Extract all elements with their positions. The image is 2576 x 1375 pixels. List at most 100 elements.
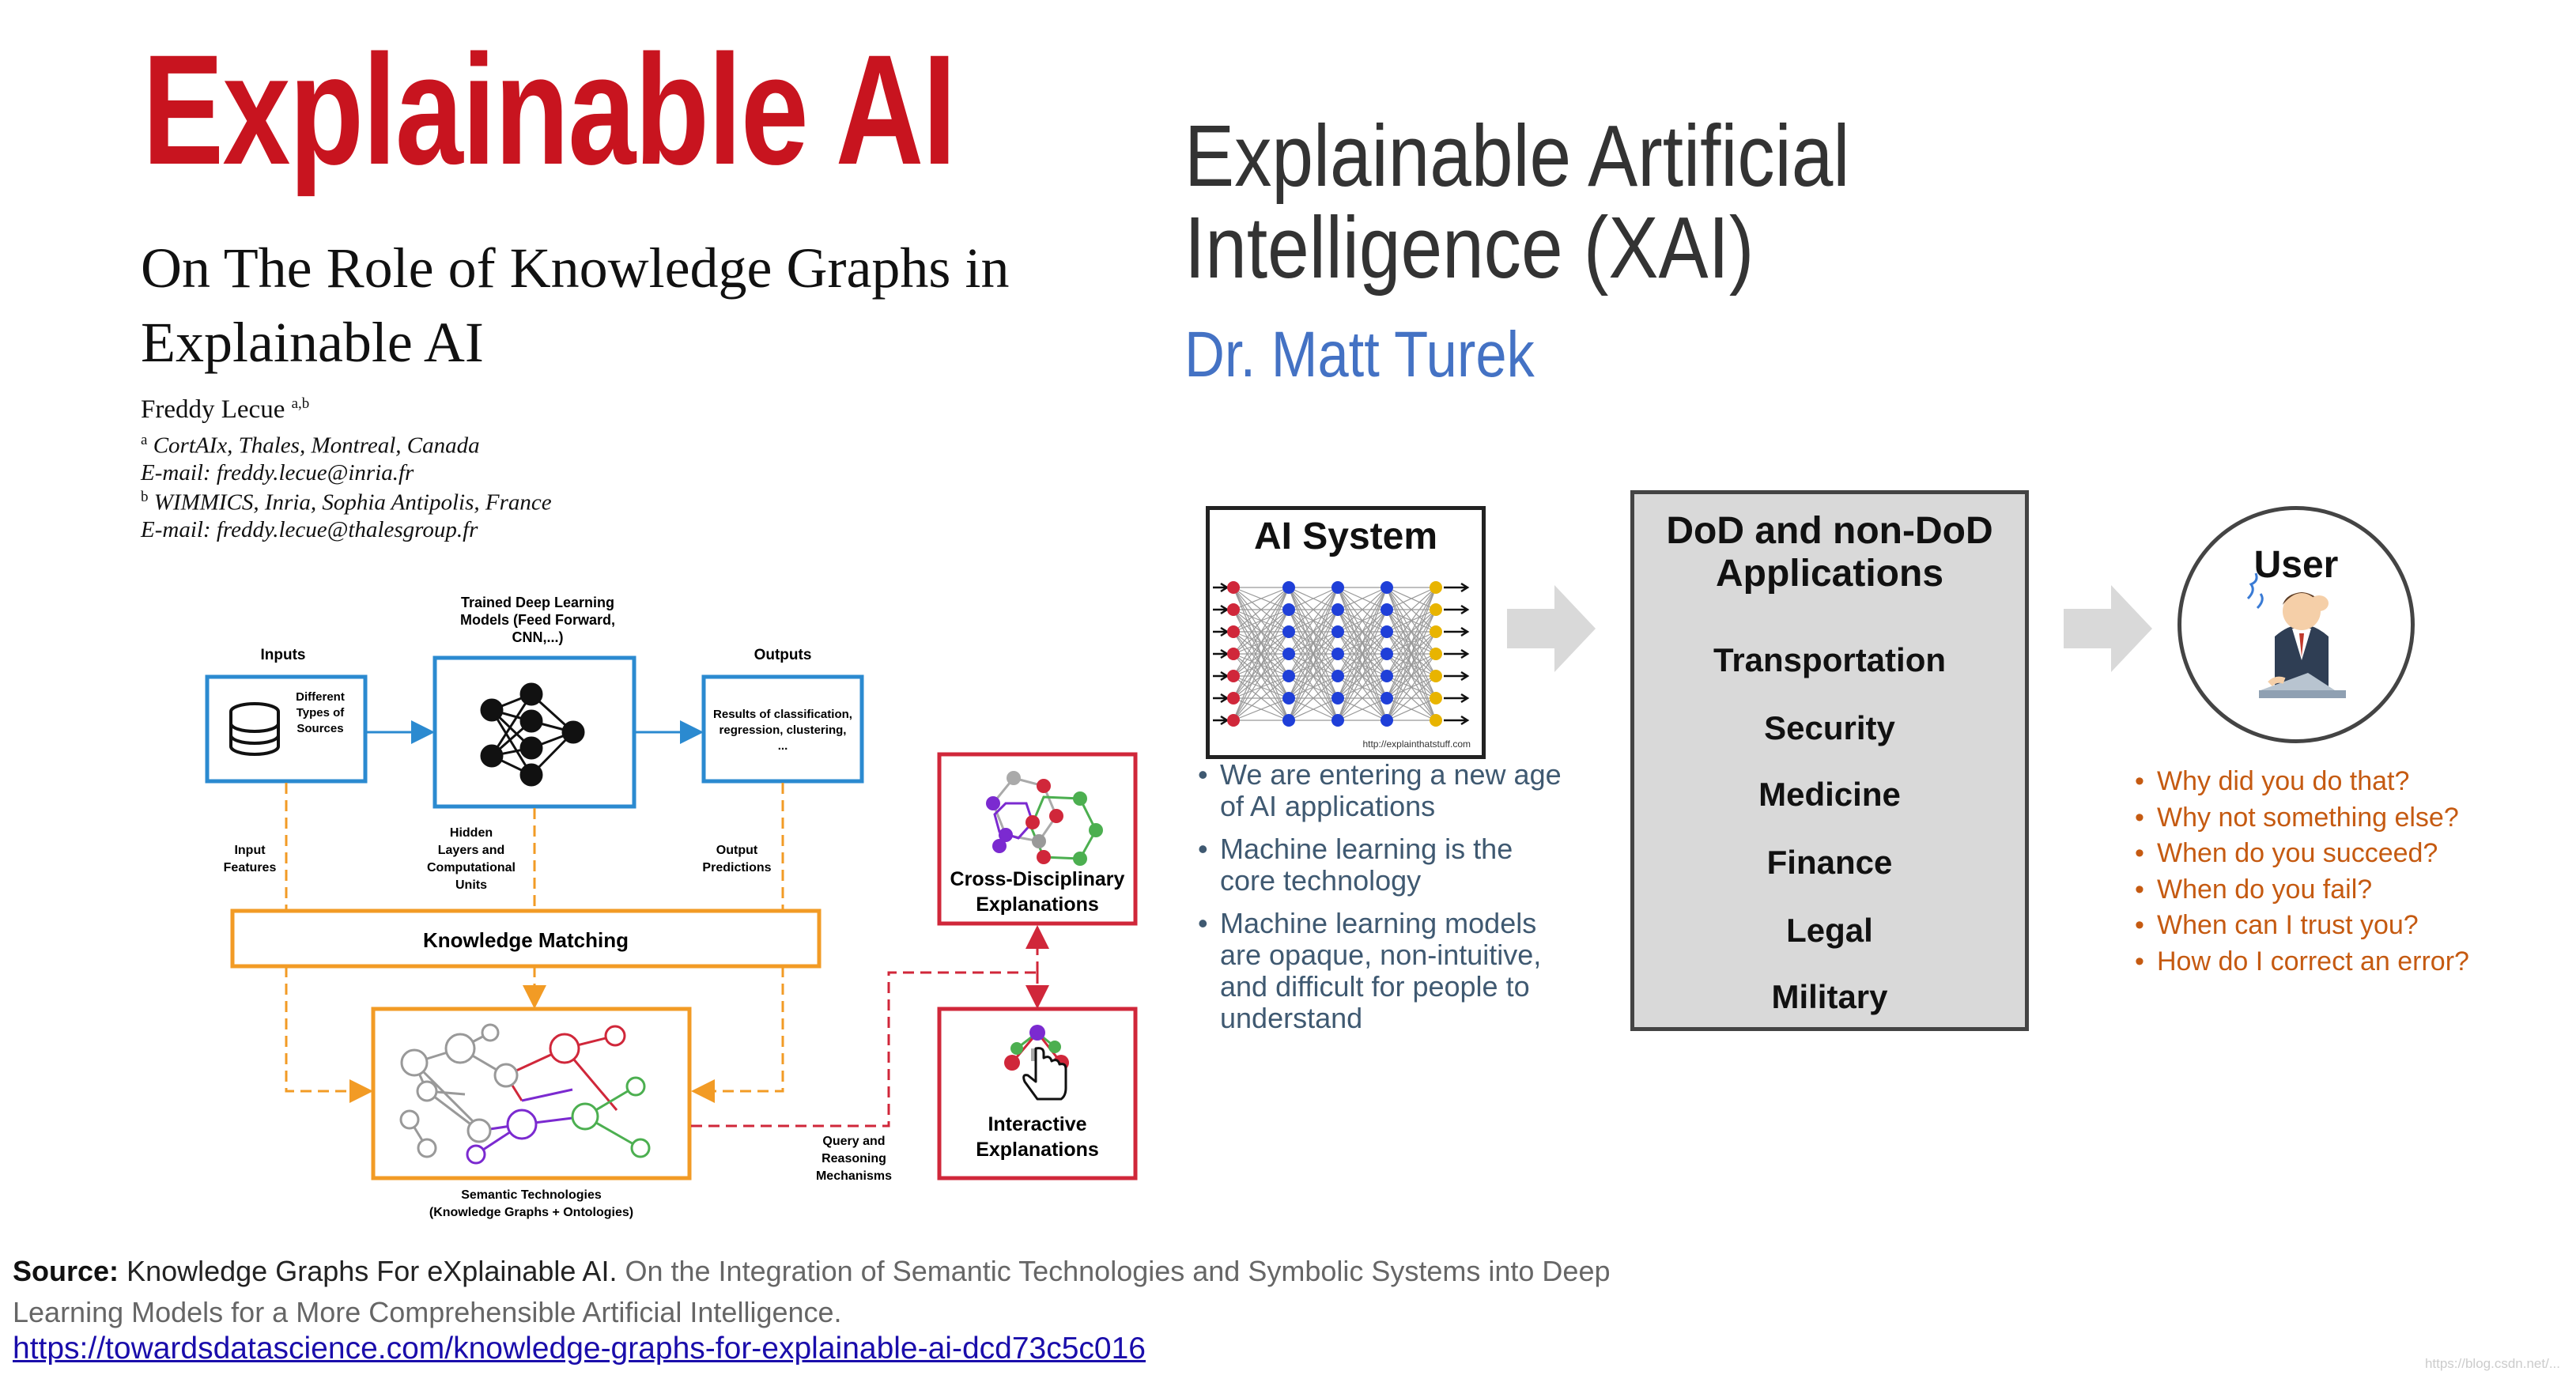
nn-node	[1430, 625, 1442, 638]
applications-title: DoD and non-DoD Applications	[1666, 510, 1993, 595]
output-predictions-2: Predictions	[702, 861, 771, 874]
output-predictions-1: Output	[716, 844, 758, 857]
user-question: When can I trust you?	[2135, 908, 2562, 944]
ai-system-box: AI System http://explainthatstuff.com	[1206, 506, 1486, 759]
outputs-box-text-1: Results of classification,	[713, 708, 852, 721]
nn-node	[1381, 603, 1393, 616]
output-arrow	[1444, 648, 1470, 659]
inputs-box-text-2: Types of	[297, 706, 346, 720]
application-item: Transportation	[1713, 641, 1947, 678]
input-arrow	[1213, 582, 1229, 593]
application-item: Security	[1764, 709, 1895, 746]
nn-node	[1331, 692, 1344, 704]
input-arrow	[1213, 715, 1229, 726]
nn-node	[1331, 670, 1344, 682]
ai-bullet: Machine learning is the core technology	[1198, 833, 1562, 897]
xai-title-line-1: Explainable Artificial	[1184, 108, 1850, 205]
user-questions: Why did you do that? Why not something e…	[2135, 764, 2562, 980]
nn-node	[1227, 603, 1240, 616]
user-question: Why did you do that?	[2135, 764, 2562, 800]
nn-node	[1331, 714, 1344, 727]
source-citation: Source: Knowledge Graphs For eXplainable…	[13, 1251, 1634, 1333]
ai-system-bullets: We are entering a new age of AI applicat…	[1198, 759, 1562, 1045]
input-arrow	[1213, 693, 1229, 704]
paper-author: Freddy Lecue a,b	[141, 395, 309, 425]
hidden-layers-1: Hidden	[450, 826, 493, 840]
output-arrow	[1444, 626, 1470, 637]
application-item: Legal	[1786, 912, 1873, 949]
nn-node	[1430, 670, 1442, 682]
author-name: Freddy Lecue	[141, 395, 285, 424]
source-name: Knowledge Graphs For eXplainable AI.	[127, 1255, 618, 1287]
applications-box: DoD and non-DoD Applications Transportat…	[1630, 490, 2029, 1031]
nn-node	[1381, 714, 1393, 727]
output-arrow	[1444, 604, 1470, 615]
knowledge-matching-box	[230, 908, 822, 969]
model-label-1: Trained Deep Learning	[461, 595, 614, 610]
affiliation-email-2: E-mail: freddy.lecue@thalesgroup.fr	[141, 517, 478, 542]
nn-node	[1227, 670, 1240, 682]
ai-credit: http://explainthatstuff.com	[1362, 738, 1471, 750]
paper-title: On The Role of Knowledge Graphs in Expla…	[141, 236, 1010, 374]
inputs-label: Inputs	[261, 647, 306, 663]
input-arrow	[1213, 648, 1229, 659]
application-item: Finance	[1766, 844, 1893, 881]
hidden-layers-4: Units	[455, 878, 487, 892]
application-item: Medicine	[1758, 776, 1901, 813]
nn-node	[1282, 670, 1295, 682]
input-arrow	[1213, 671, 1229, 682]
model-label-3: CNN,...)	[512, 629, 564, 645]
semantic-tech-label-1: Semantic Technologies	[461, 1188, 602, 1202]
user-question: Why not something else?	[2135, 800, 2562, 837]
nn-node	[1331, 581, 1344, 594]
nn-node	[1381, 670, 1393, 682]
query-reasoning-1: Query and	[822, 1135, 885, 1148]
nn-node	[1282, 603, 1295, 616]
nn-node	[1430, 714, 1442, 727]
nn-node	[1331, 648, 1344, 660]
ai-system-title: AI System	[1253, 516, 1438, 557]
nn-node	[1430, 692, 1442, 704]
right-arrow-icon	[2064, 585, 2152, 672]
query-reasoning-3: Mechanisms	[816, 1169, 892, 1183]
nn-node	[1381, 625, 1393, 638]
nn-node	[1282, 625, 1295, 638]
ai-bullet: Machine learning models are opaque, non-…	[1198, 908, 1562, 1034]
main-title: Explainable AI	[142, 22, 957, 197]
output-arrow	[1444, 671, 1470, 682]
user-question: How do I correct an error?	[2135, 944, 2562, 980]
nn-node	[1227, 581, 1240, 594]
xai-title: Explainable Artificial Intelligence (XAI…	[1184, 111, 1849, 294]
nn-node	[1381, 692, 1393, 704]
output-arrow	[1444, 715, 1470, 726]
knowledge-matching-label: Knowledge Matching	[423, 928, 629, 952]
semantic-tech-label-2: (Knowledge Graphs + Ontologies)	[429, 1206, 633, 1219]
right-arrow-icon	[1507, 585, 1596, 672]
query-reasoning-2: Reasoning	[822, 1152, 886, 1165]
user-circle: User	[2178, 506, 2415, 743]
nn-node	[1282, 581, 1295, 594]
interactive-label-2: Explanations	[976, 1139, 1099, 1161]
inputs-box-text-1: Different	[296, 690, 345, 704]
affiliation-email-1: E-mail: freddy.lecue@inria.fr	[141, 460, 414, 485]
user-label: User	[2253, 544, 2339, 586]
cross-disciplinary-label-2: Explanations	[976, 893, 1099, 916]
nn-node	[1331, 625, 1344, 638]
knowledge-graph-icon	[399, 1023, 651, 1165]
nn-node	[1430, 581, 1442, 594]
input-features-1: Input	[234, 844, 266, 857]
source-label: Source:	[13, 1255, 119, 1287]
source-link[interactable]: https://towardsdatascience.com/knowledge…	[13, 1332, 1146, 1366]
outputs-label: Outputs	[754, 647, 812, 663]
outputs-box-text-3: ...	[778, 739, 788, 753]
affiliation-2: b WIMMICS, Inria, Sophia Antipolis, Fran…	[141, 489, 552, 516]
nn-node	[1282, 648, 1295, 660]
input-arrow	[1213, 626, 1229, 637]
nn-node	[1282, 692, 1295, 704]
watermark: https://blog.csdn.net/...	[2424, 1356, 2560, 1371]
confused-user-icon	[2246, 572, 2346, 698]
interactive-label-1: Interactive	[988, 1113, 1086, 1135]
author-superscript: a,b	[291, 395, 310, 412]
inputs-box-text-3: Sources	[297, 722, 343, 735]
nn-node	[1430, 648, 1442, 660]
